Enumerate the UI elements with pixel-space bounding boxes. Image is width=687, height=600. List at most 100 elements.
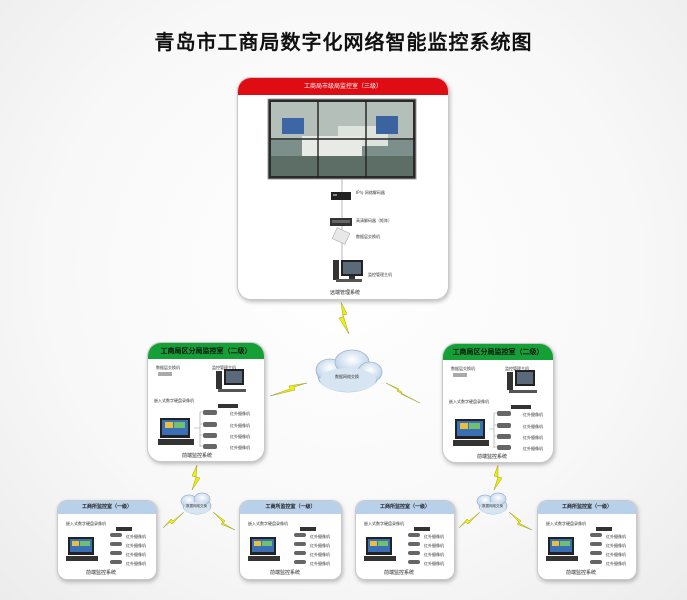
data-switch-icon (453, 373, 467, 377)
station-2-camera-3: 红外摄像机 (310, 552, 330, 557)
district-left-camera-3: 红外摄像机 (230, 434, 250, 439)
station-2-dvr-label: 嵌入式数字硬盘录像机 (248, 521, 288, 526)
camera-group-icons (294, 527, 316, 564)
district-right-camera-3: 红外摄像机 (523, 435, 543, 440)
station-3-dvr-label: 嵌入式数字硬盘录像机 (364, 521, 404, 526)
data-switch-icon (158, 372, 172, 376)
station-4-camera-3: 红外摄像机 (606, 552, 626, 557)
district-right-equipment (453, 370, 537, 450)
district-left-caption: 前端监控系统 (182, 453, 213, 459)
district-left-header: 工商局区分局监控室（二级） (148, 343, 264, 359)
district-right-camera-2: 红外摄像机 (523, 424, 543, 429)
station-2-camera-1: 红外摄像机 (310, 534, 330, 539)
station-room-2: 工商所监控室（一级） 嵌入式数字硬盘录像机 红外摄像机 红外摄像机 红外摄像机 … (239, 500, 342, 580)
station-4-camera-4: 红外摄像机 (606, 561, 626, 566)
station-1-header: 工商所监控室（一级） (58, 501, 156, 514)
district-left-host-label: 监控管理主机 (212, 365, 236, 370)
district-right-camera-1: 红外摄像机 (523, 412, 543, 417)
dvr-icon (546, 537, 578, 561)
lightning-icon (212, 511, 236, 531)
server-label: 监控管理主机 (368, 272, 392, 277)
camera-group-icons (590, 527, 612, 564)
district-room-right: 工商局区分局监控室（二级） (442, 343, 554, 463)
decoder-label: IP与 网络解码器 (356, 190, 385, 195)
dvr-icon (453, 419, 489, 446)
lightning-icon (385, 382, 421, 404)
station-1-camera-4: 红外摄像机 (126, 561, 146, 566)
lightning-icon (508, 511, 533, 531)
management-server-icon (333, 260, 363, 282)
station-room-3: 工商所监控室（一级） 嵌入式数字硬盘录像机 红外摄像机 红外摄像机 红外摄像机 … (355, 500, 455, 580)
station-3-camera-4: 红外摄像机 (424, 561, 444, 566)
main-cloud-label: 数据网络交换 (335, 374, 359, 379)
station-3-camera-2: 红外摄像机 (424, 543, 444, 548)
station-2-camera-4: 红外摄像机 (310, 561, 330, 566)
station-2-camera-2: 红外摄像机 (310, 543, 330, 548)
district-right-camera-4: 红外摄像机 (523, 446, 543, 451)
converter-label: 数据层交换机 (356, 234, 380, 239)
station-3-caption: 前端监控系统 (384, 570, 415, 576)
network-decoder-icon (331, 192, 351, 200)
page-title: 青岛市工商局数字化网络智能监控系统图 (154, 30, 533, 54)
matrix-switch-icon (330, 218, 352, 226)
lightning-icon (338, 301, 350, 335)
lightning-icon (162, 511, 185, 529)
cloud-icon (315, 349, 383, 393)
station-1-caption: 前端监控系统 (86, 570, 117, 576)
lightning-icon (191, 464, 201, 491)
station-4-dvr-label: 嵌入式数字硬盘录像机 (546, 521, 586, 526)
district-left-camera-4: 红外摄像机 (230, 445, 250, 450)
station-1-camera-1: 红外摄像机 (126, 534, 146, 539)
dvr-icon (66, 537, 98, 561)
dvr-icon (364, 537, 396, 561)
station-4-caption: 前端监控系统 (566, 570, 597, 576)
station-3-camera-1: 红外摄像机 (424, 534, 444, 539)
station-3-camera-3: 红外摄像机 (424, 552, 444, 557)
station-4-camera-1: 红外摄像机 (606, 534, 626, 539)
district-right-header: 工商局区分局监控室（二级） (443, 344, 553, 360)
camera-group-icons (110, 527, 132, 564)
district-left-camera-2: 红外摄像机 (230, 423, 250, 428)
camera-group-icons (497, 405, 531, 450)
station-2-caption: 前端监控系统 (270, 570, 301, 576)
station-1-equipment (66, 527, 132, 564)
district-room-left: 工商局区分局监控室（二级） (147, 342, 265, 462)
hq-equipment (267, 98, 417, 282)
station-3-header: 工商所监控室（一级） (356, 501, 454, 514)
station-1-camera-2: 红外摄像机 (126, 543, 146, 548)
station-room-4: 工商所监控室（一级） 嵌入式数字硬盘录像机 红外摄像机 红外摄像机 红外摄像机 … (537, 500, 637, 580)
left-cloud-label: 数据网络交换 (186, 504, 207, 508)
management-host-icon (216, 369, 246, 392)
district-left-equipment (158, 369, 246, 449)
data-switch-icon (331, 227, 351, 245)
management-host-icon (507, 370, 537, 393)
dvr-icon (248, 537, 280, 561)
hq-header: 工商局市级局监控室（三级） (238, 78, 448, 95)
hq-monitoring-room: 工商局市级局监控室（三级） (237, 77, 449, 300)
right-cloud-label: 数据网络交换 (482, 504, 503, 508)
station-room-1: 工商所监控室（一级） 嵌入式数字硬盘录像机 红外摄像机 红外摄像机 红外摄像机 … (57, 500, 157, 580)
district-left-camera-1: 红外摄像机 (230, 411, 250, 416)
station-3-equipment (364, 527, 430, 564)
dvr-icon (158, 418, 194, 445)
district-left-dvr-label: 嵌入式数字硬盘录像机 (154, 398, 194, 403)
matrix-label: 高清解码器（矩阵） (356, 218, 392, 223)
station-2-equipment (248, 527, 316, 564)
district-right-switch-label: 数据层交换机 (451, 366, 475, 371)
station-1-dvr-label: 嵌入式数字硬盘录像机 (66, 521, 106, 526)
station-4-header: 工商所监控室（一级） (538, 501, 636, 514)
district-left-switch-label: 数据层交换机 (156, 365, 180, 370)
station-1-camera-3: 红外摄像机 (126, 552, 146, 557)
lightning-icon (269, 382, 308, 397)
district-right-caption: 前端监控系统 (477, 454, 508, 460)
station-2-header: 工商所监控室（一级） (240, 501, 341, 514)
station-4-camera-2: 红外摄像机 (606, 543, 626, 548)
lightning-icon (458, 511, 481, 529)
hq-caption: 远端管理系统 (330, 290, 361, 296)
video-wall-icon (267, 98, 417, 180)
camera-group-icons (408, 527, 430, 564)
camera-group-icons (203, 404, 238, 449)
district-right-host-label: 监控管理主机 (505, 366, 529, 371)
lightning-icon (493, 464, 503, 491)
